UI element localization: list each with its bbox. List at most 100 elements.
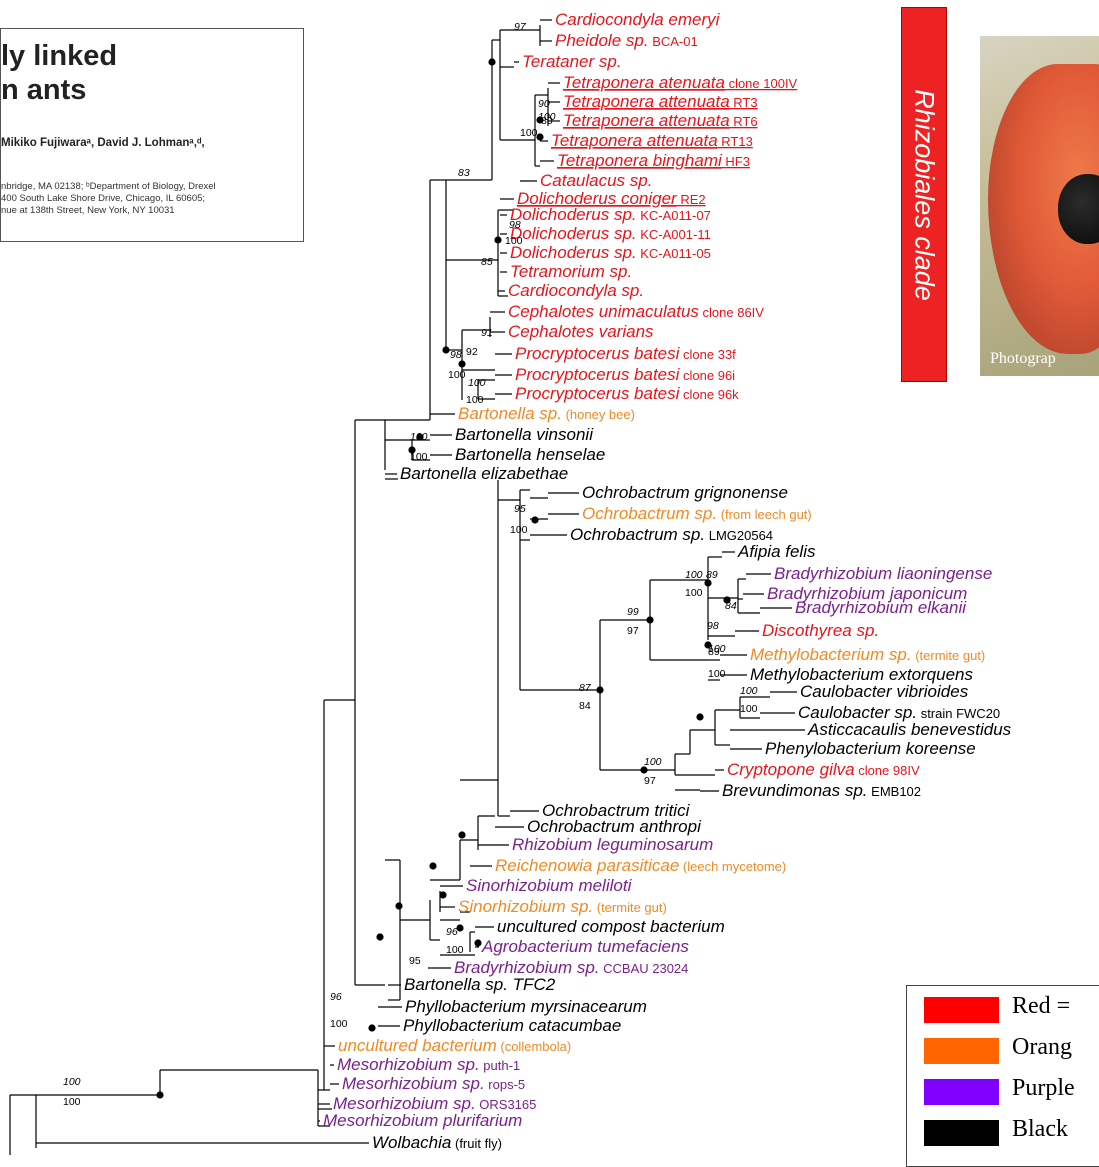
node-dot xyxy=(458,831,466,839)
support-value: 96 xyxy=(446,926,458,938)
taxon-name: uncultured bacterium xyxy=(338,1036,497,1055)
legend-item-orange: Orang xyxy=(924,1034,1099,1066)
taxon-label: Tetraponera binghami HF3 xyxy=(557,151,750,170)
rhizobiales-clade-banner: Rhizobiales clade xyxy=(901,7,947,382)
taxon-qualifier: puth-1 xyxy=(480,1058,520,1073)
paper-authors: Mikiko Fujiwaraᵃ, David J. Lohmanᵃ,ᵈ, xyxy=(1,137,205,149)
taxon-name: Rhizobium leguminosarum xyxy=(512,835,713,854)
ant-photograph: Photograp xyxy=(980,36,1099,376)
taxon-name: Asticcacaulis benevestidus xyxy=(807,720,1012,739)
taxon-qualifier: BCA-01 xyxy=(649,34,698,49)
taxon-name: Cardiocondyla sp. xyxy=(508,281,644,300)
node-dot xyxy=(488,58,496,66)
support-value: 98 xyxy=(509,219,521,231)
taxon-qualifier: (termite gut) xyxy=(912,648,986,663)
support-value: 100 xyxy=(505,235,523,247)
taxon-qualifier: (termite gut) xyxy=(593,900,667,915)
support-value: 100 xyxy=(448,369,466,381)
taxon-label: Afipia felis xyxy=(737,542,816,561)
taxon-name: Sinorhizobium meliloti xyxy=(466,876,633,895)
support-value: 100 xyxy=(410,431,428,443)
taxon-label: Cardiocondyla sp. xyxy=(508,281,644,300)
support-value: 100 xyxy=(538,111,556,123)
taxon-name: Mesorhizobium plurifarium xyxy=(323,1111,522,1130)
support-value: 95 xyxy=(514,503,526,515)
support-value: 100 xyxy=(685,587,703,599)
taxon-name: Cephalotes varians xyxy=(508,322,654,341)
taxon-name: Cataulacus sp. xyxy=(540,171,652,190)
support-value: 95 xyxy=(409,955,421,967)
taxon-label: Bradyrhizobium elkanii xyxy=(795,598,967,617)
taxon-name: Bartonella elizabethae xyxy=(400,464,568,483)
taxon-label: Dolichoderus sp. KC-A001-11 xyxy=(510,224,711,243)
taxon-label: Procryptocerus batesi clone 96i xyxy=(515,365,735,384)
support-value: 97 xyxy=(644,775,656,787)
taxon-name: Cephalotes unimaculatus xyxy=(508,302,699,321)
taxon-label: Bradyrhizobium sp. CCBAU 23024 xyxy=(454,958,688,977)
taxon-name: Ochrobactrum tritici xyxy=(542,801,691,820)
taxon-name: Bartonella henselae xyxy=(455,445,605,464)
taxon-name: Bartonella sp. xyxy=(458,404,562,423)
node-dot xyxy=(474,939,482,947)
taxon-name: Procryptocerus batesi xyxy=(515,384,681,403)
support-value: 98 xyxy=(707,620,719,632)
taxon-label: Bartonella sp. (honey bee) xyxy=(458,404,635,423)
taxon-label: Ochrobactrum grignonense xyxy=(582,483,788,502)
paper-snippet: ly linked n ants Mikiko Fujiwaraᵃ, David… xyxy=(0,28,304,242)
taxon-label: Bartonella vinsonii xyxy=(455,425,594,444)
legend-label: Purple xyxy=(1012,1075,1075,1101)
taxon-label: Tetraponera attenuata RT6 xyxy=(563,111,758,130)
taxon-qualifier: HF3 xyxy=(722,154,750,169)
taxon-name: Tetramorium sp. xyxy=(510,262,632,281)
node-dot xyxy=(536,116,544,124)
taxon-qualifier: strain FWC20 xyxy=(917,706,1000,721)
taxon-label: Sinorhizobium meliloti xyxy=(466,876,633,895)
support-value: 100 xyxy=(520,127,538,139)
taxon-name: Brevundimonas sp. xyxy=(722,781,868,800)
taxon-label: Bradyrhizobium japonicum xyxy=(767,584,967,603)
support-value: 84 xyxy=(725,600,737,612)
paper-affiliations: nbridge, MA 02138; ᵇDepartment of Biolog… xyxy=(1,181,216,216)
taxon-name: Ochrobactrum grignonense xyxy=(582,483,788,502)
taxon-name: Sinorhizobium sp. xyxy=(458,897,593,916)
support-value: 100 xyxy=(466,394,484,406)
taxon-qualifier: clone 86IV xyxy=(699,305,764,320)
clade-banner-label: Rhizobiales clade xyxy=(909,88,940,301)
node-dot xyxy=(536,133,544,141)
taxon-label: Mesorhizobium sp. rops-5 xyxy=(342,1074,525,1093)
taxon-name: Cardiocondyla emeryi xyxy=(555,10,721,29)
support-value: 92 xyxy=(466,346,478,358)
legend-swatch xyxy=(924,1079,999,1105)
taxon-qualifier: RT6 xyxy=(730,114,758,129)
taxon-name: Tetraponera attenuata xyxy=(563,111,730,130)
taxon-label: Wolbachia (fruit fly) xyxy=(372,1133,502,1152)
legend-label: Orang xyxy=(1012,1034,1072,1060)
support-value: 80 xyxy=(541,115,553,127)
taxon-label: Caulobacter vibrioides xyxy=(800,682,969,701)
taxon-qualifier: KC-A011-07 xyxy=(637,208,711,223)
taxon-name: Cryptopone gilva xyxy=(727,760,855,779)
taxon-name: Dolichoderus sp. xyxy=(510,205,637,224)
taxon-label: Asticcacaulis benevestidus xyxy=(807,720,1012,739)
taxon-qualifier: CCBAU 23024 xyxy=(600,961,689,976)
taxon-name: Dolichoderus sp. xyxy=(510,243,637,262)
support-value: 97 xyxy=(627,625,639,637)
taxon-qualifier: clone 33f xyxy=(679,347,736,362)
support-value: 84 xyxy=(579,700,591,712)
taxon-label: Ochrobactrum sp. LMG20564 xyxy=(570,525,773,544)
taxon-qualifier: RT3 xyxy=(730,95,758,110)
taxon-label: Caulobacter sp. strain FWC20 xyxy=(798,703,1000,722)
support-value: 100 xyxy=(63,1096,81,1108)
taxon-qualifier: RT13 xyxy=(718,134,753,149)
support-value: 100 xyxy=(740,685,758,697)
taxon-label: Dolichoderus coniger RE2 xyxy=(517,189,706,208)
node-dot xyxy=(704,641,712,649)
taxon-label: Dolichoderus sp. KC-A011-05 xyxy=(510,243,711,262)
taxon-qualifier: (from leech gut) xyxy=(717,507,812,522)
taxon-label: Ochrobactrum anthropi xyxy=(527,817,702,836)
node-dot xyxy=(439,891,447,899)
taxon-label: Tetraponera attenuata RT13 xyxy=(551,131,753,150)
taxon-qualifier: (honey bee) xyxy=(562,407,635,422)
taxon-label: Terataner sp. xyxy=(522,52,622,71)
taxon-name: Phyllobacterium catacumbae xyxy=(403,1016,621,1035)
